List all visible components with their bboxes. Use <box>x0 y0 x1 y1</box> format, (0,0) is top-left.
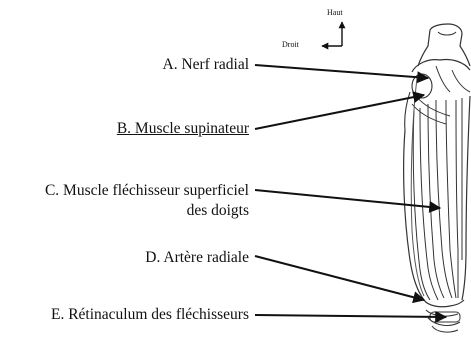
leader-retinaculum <box>254 310 448 323</box>
label-flechisseur-line1: C. Muscle fléchisseur superficiel <box>44 182 249 199</box>
leader-nerf-radial <box>254 64 430 84</box>
orientation-up-label: Haut <box>327 8 343 17</box>
callout-lines <box>254 64 448 323</box>
label-muscle-supinateur: B. Muscle supinateur <box>116 120 249 137</box>
compass-arrow-icon <box>321 21 346 50</box>
forearm-illustration <box>403 23 471 333</box>
label-nerf-radial: A. Nerf radial <box>162 56 250 73</box>
label-retinaculum: E. Rétinaculum des fléchisseurs <box>50 306 249 323</box>
leader-muscle-supinateur <box>254 91 426 130</box>
orientation-right-label: Droit <box>282 40 299 49</box>
label-artere-radiale: D. Artère radiale <box>145 249 249 266</box>
label-flechisseur-line2: des doigts <box>186 202 249 219</box>
leader-artere-radiale <box>254 255 426 304</box>
leader-flechisseur <box>254 189 442 213</box>
